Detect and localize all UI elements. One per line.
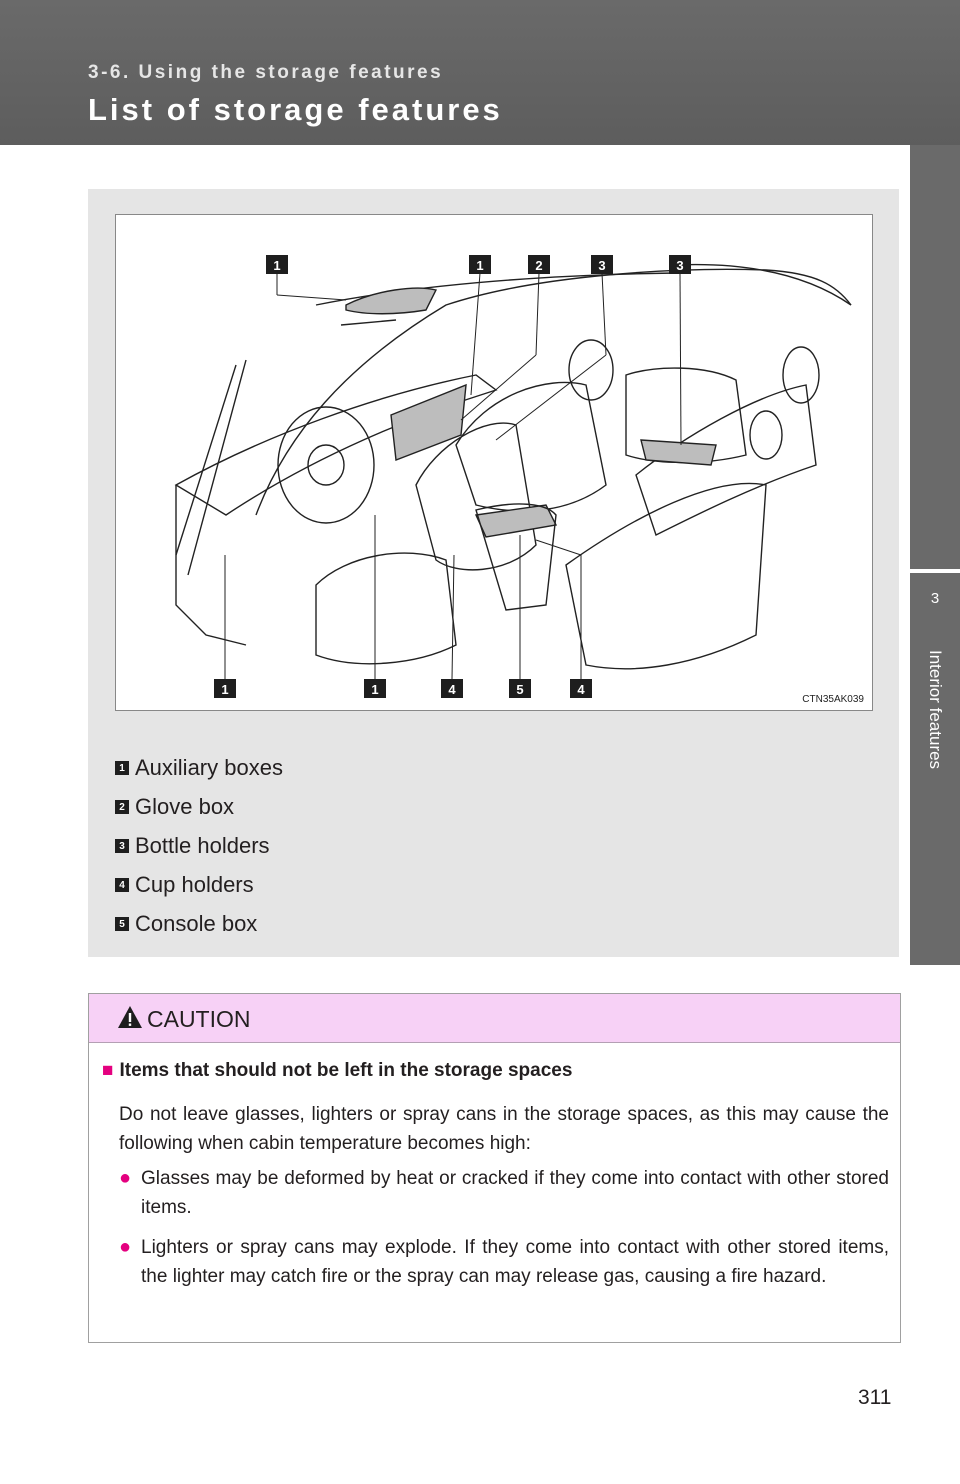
legend-number-badge: 2 — [115, 799, 129, 814]
caution-label: CAUTION — [147, 1006, 251, 1032]
warning-icon — [118, 1006, 142, 1028]
legend-item: 4 Cup holders — [115, 865, 283, 904]
caution-header: CAUTION — [89, 994, 900, 1043]
car-interior-illustration: 1 1 2 3 3 1 1 4 5 4 — [174, 255, 852, 698]
page-title: List of storage features — [88, 92, 503, 127]
side-tab-bar-upper — [910, 145, 960, 569]
legend-item: 1 Auxiliary boxes — [115, 748, 283, 787]
caution-bullet: ● Glasses may be deformed by heat or cra… — [119, 1164, 889, 1222]
square-bullet-icon: ■ — [102, 1060, 114, 1081]
callout-bottom-2: 1 — [371, 682, 378, 697]
side-tab-number: 3 — [930, 590, 940, 607]
bullet-dot-icon: ● — [119, 1236, 132, 1258]
caution-heading-text: Items that should not be left in the sto… — [119, 1060, 573, 1081]
legend-number-badge: 3 — [115, 838, 129, 853]
caution-intro: Do not leave glasses, lighters or spray … — [119, 1104, 889, 1154]
legend-list: 1 Auxiliary boxes 2 Glove box 3 Bottle h… — [115, 748, 283, 943]
callout-top-4: 3 — [598, 258, 605, 273]
callout-bottom-5: 4 — [577, 682, 585, 697]
callout-top-3: 2 — [535, 258, 542, 273]
callout-bottom-3: 4 — [448, 682, 456, 697]
legend-number-badge: 1 — [115, 760, 129, 775]
legend-label: Bottle holders — [135, 832, 270, 858]
side-tab-bar-active — [910, 573, 960, 965]
caution-bullet-text: Glasses may be deformed by heat or crack… — [141, 1168, 889, 1218]
page-number: 311 — [858, 1386, 892, 1409]
callout-top-2: 1 — [476, 258, 483, 273]
caution-heading: ■Items that should not be left in the st… — [102, 1060, 572, 1082]
caution-bullet-text: Lighters or spray cans may explode. If t… — [141, 1237, 889, 1287]
callout-top-1: 1 — [273, 258, 280, 273]
figure-code: CTN35AK039 — [802, 694, 864, 705]
legend-item: 5 Console box — [115, 904, 283, 943]
legend-number-badge: 5 — [115, 916, 129, 931]
legend-item: 3 Bottle holders — [115, 826, 283, 865]
side-tab-label: Interior features — [926, 650, 945, 770]
legend-label: Console box — [135, 910, 258, 936]
legend-number-badge: 4 — [115, 877, 129, 892]
section-label: 3-6. Using the storage features — [88, 62, 444, 83]
callout-bottom-1: 1 — [221, 682, 228, 697]
caution-bullet: ● Lighters or spray cans may explode. If… — [119, 1233, 889, 1291]
figure-panel: 1 1 2 3 3 1 1 4 5 4 CTN35AK039 1 Auxilia… — [88, 189, 899, 957]
car-interior-figure: 1 1 2 3 3 1 1 4 5 4 CTN35AK039 — [115, 214, 873, 711]
legend-label: Glove box — [135, 793, 235, 819]
bullet-dot-icon: ● — [119, 1167, 132, 1189]
legend-item: 2 Glove box — [115, 787, 283, 826]
chapter-header: 3-6. Using the storage features List of … — [0, 0, 960, 145]
chapter-side-tab: 3 Interior features — [910, 145, 960, 1484]
legend-label: Auxiliary boxes — [135, 754, 283, 780]
legend-label: Cup holders — [135, 871, 254, 897]
callout-top-5: 3 — [676, 258, 683, 273]
callout-bottom-4: 5 — [516, 682, 523, 697]
caution-box: CAUTION ■Items that should not be left i… — [88, 993, 901, 1343]
callout-badges: 1 1 2 3 3 1 1 4 5 4 — [214, 255, 691, 698]
